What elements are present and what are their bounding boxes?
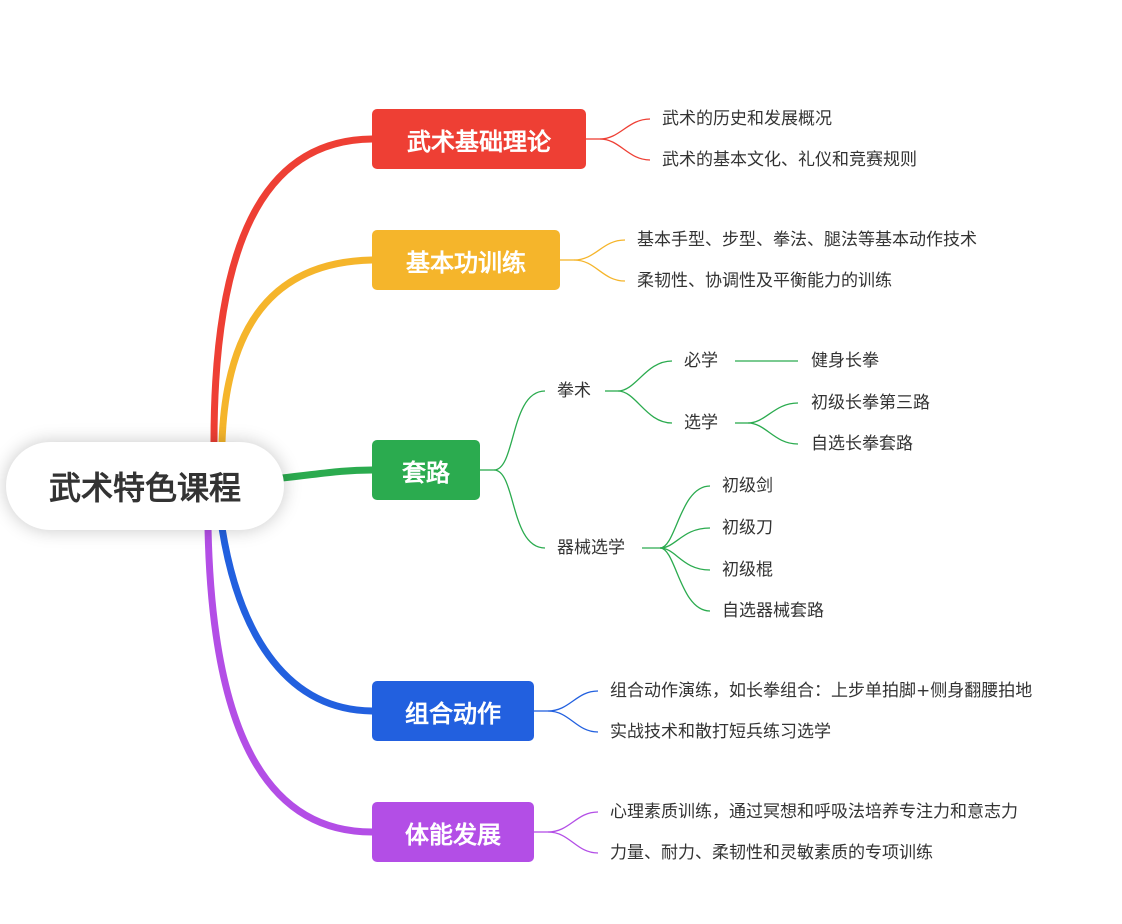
connector-qixie-item4 — [659, 547, 711, 612]
leaf-node[interactable]: 健身长拳 — [811, 351, 879, 371]
branch-label: 体能发展 — [405, 820, 501, 849]
branch-combination-moves[interactable]: 组合动作 — [372, 681, 534, 741]
leaf-node[interactable]: 武术的历史和发展概况 — [662, 109, 832, 129]
branch-routines[interactable]: 套路 — [372, 440, 480, 500]
leaf-node[interactable]: 初级棍 — [722, 560, 773, 580]
leaf-node[interactable]: 武术的基本文化、礼仪和竞赛规则 — [662, 150, 917, 170]
leaf-node[interactable]: 自选器械套路 — [722, 601, 824, 621]
connector-b1-item1 — [599, 118, 651, 140]
leaf-node[interactable]: 初级长拳第三路 — [811, 393, 930, 413]
leaf-node[interactable]: 力量、耐力、柔韧性和灵敏素质的专项训练 — [610, 843, 933, 863]
branch-wushu-theory[interactable]: 武术基础理论 — [372, 109, 586, 169]
connector-qixie-item3 — [659, 547, 711, 571]
connector-b4-item1 — [547, 690, 599, 712]
leaf-node[interactable]: 初级剑 — [722, 476, 773, 496]
leaf-node[interactable]: 组合动作演练，如长拳组合：上步单拍脚+侧身翻腰拍地 — [610, 681, 1033, 701]
leaf-node[interactable]: 初级刀 — [722, 518, 773, 538]
connector-quanshu-bixue — [617, 360, 673, 392]
connector-xuanxue-item1 — [747, 402, 799, 424]
leaf-node[interactable]: 柔韧性、协调性及平衡能力的训练 — [637, 271, 892, 291]
connector-xuanxue-item2 — [747, 422, 799, 445]
branch-label: 组合动作 — [405, 699, 501, 728]
connector-b3 — [278, 466, 376, 482]
leaf-node[interactable]: 实战技术和散打短兵练习选学 — [610, 722, 831, 742]
branch-label: 武术基础理论 — [407, 127, 551, 156]
connector-b2-item1 — [573, 239, 626, 261]
root-node[interactable]: 武术特色课程 — [6, 442, 284, 530]
root-title: 武术特色课程 — [48, 469, 241, 507]
leaf-node[interactable]: 心理素质训练，通过冥想和呼吸法培养专注力和意志力 — [610, 802, 1018, 822]
connector-b1 — [210, 135, 376, 446]
connector-b5 — [204, 524, 376, 836]
connector-qixie-item1 — [659, 485, 711, 549]
branch-label: 套路 — [402, 458, 450, 487]
branch-physical-development[interactable]: 体能发展 — [372, 802, 534, 862]
connector-qixie-item2 — [659, 527, 711, 549]
subnode-xuanxue[interactable]: 选学 — [684, 413, 718, 433]
leaf-node[interactable]: 基本手型、步型、拳法、腿法等基本动作技术 — [637, 230, 977, 250]
connector-b2 — [218, 256, 376, 446]
branch-label: 基本功训练 — [406, 248, 526, 277]
connector-b3-qixie — [493, 469, 546, 549]
branch-basic-training[interactable]: 基本功训练 — [372, 230, 560, 290]
subnode-qixie[interactable]: 器械选学 — [557, 538, 625, 558]
subnode-bixue[interactable]: 必学 — [684, 351, 718, 371]
connector-b5-item2 — [547, 831, 599, 854]
subnode-quanshu[interactable]: 拳术 — [557, 381, 591, 401]
connector-quanshu-xuanxue — [617, 390, 673, 424]
connector-b2-item2 — [573, 259, 626, 282]
connector-b4-item2 — [547, 710, 599, 733]
connector-b5-item1 — [547, 811, 599, 833]
connector-b1-item2 — [599, 138, 651, 161]
connector-b3-quanshu — [493, 390, 546, 471]
connector-b4 — [218, 524, 376, 715]
leaf-node[interactable]: 自选长拳套路 — [811, 434, 913, 454]
